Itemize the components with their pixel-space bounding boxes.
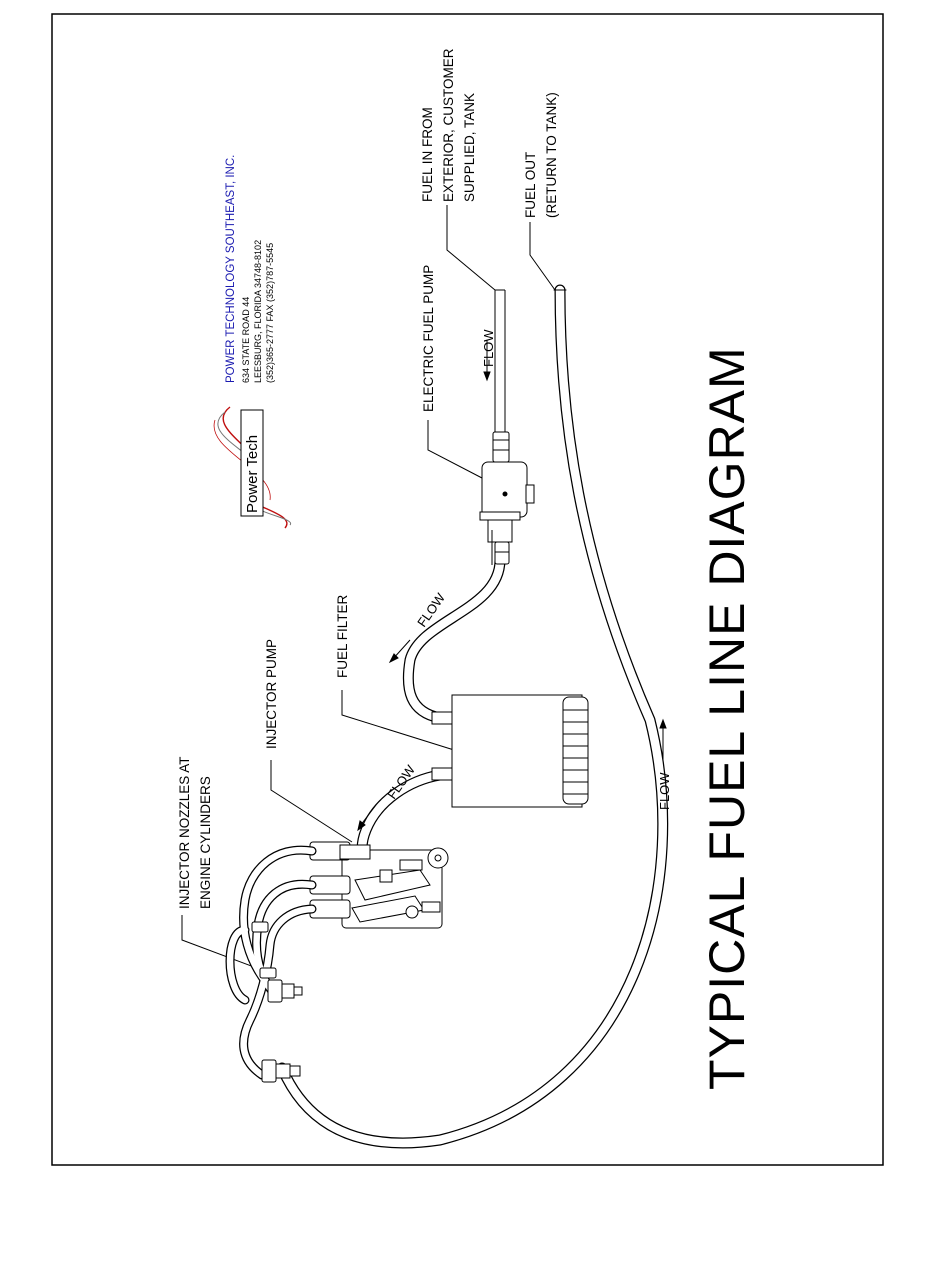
- diagram-title: TYPICAL FUEL LINE DIAGRAM: [699, 346, 755, 1090]
- page-border: [51, 13, 884, 1166]
- label-injector-nozzles-1: INJECTOR NOZZLES AT: [177, 756, 192, 909]
- flow-arrow-inlet: [483, 340, 491, 382]
- logo-text: Power Tech: [244, 435, 261, 513]
- company-name: POWER TECHNOLOGY SOUTHEAST, INC.: [225, 155, 237, 383]
- injector-lines: [225, 845, 317, 1080]
- leader-lines: [181, 205, 556, 971]
- flow-arrow-pump-to-filter: [388, 639, 411, 664]
- label-injector-pump: INJECTOR PUMP: [264, 639, 279, 749]
- pump-to-filter-line: [402, 554, 506, 724]
- injector-nozzle-1: [267, 979, 303, 1003]
- fuel-inlet-tube: [494, 289, 506, 440]
- label-fuel-filter: FUEL FILTER: [335, 594, 350, 678]
- label-injector-nozzles-2: ENGINE CYLINDERS: [198, 776, 213, 909]
- fuel-return-line: [276, 284, 669, 1149]
- injector-nozzle-2: [261, 1059, 301, 1083]
- company-address-2: LEESBURG, FLORIDA 34748-8102: [253, 240, 263, 383]
- label-fuel-out-1: FUEL OUT: [523, 152, 538, 218]
- label-fuel-in-2: EXTERIOR, CUSTOMER: [441, 48, 456, 202]
- label-fuel-out-2: (RETURN TO TANK): [544, 92, 559, 218]
- electric-fuel-pump: [479, 431, 535, 565]
- label-fuel-in-3: SUPPLIED, TANK: [462, 93, 477, 202]
- flow-arrow-return: [659, 718, 667, 760]
- flow-arrow-filter-to-injector: [357, 804, 377, 832]
- label-fuel-in-1: FUEL IN FROM: [420, 107, 435, 202]
- injector-pump: [309, 841, 449, 929]
- label-electric-fuel-pump: ELECTRIC FUEL PUMP: [421, 265, 436, 412]
- flow-label-inlet: FLOW: [481, 329, 496, 367]
- flow-label-return: FLOW: [657, 772, 672, 810]
- fuel-filter: [431, 694, 589, 808]
- company-phone-fax: (352)365-2777 FAX (352)787-5545: [265, 243, 275, 383]
- company-address-1: 634 STATE ROAD 44: [241, 297, 251, 383]
- company-logo: Power Tech: [213, 406, 291, 529]
